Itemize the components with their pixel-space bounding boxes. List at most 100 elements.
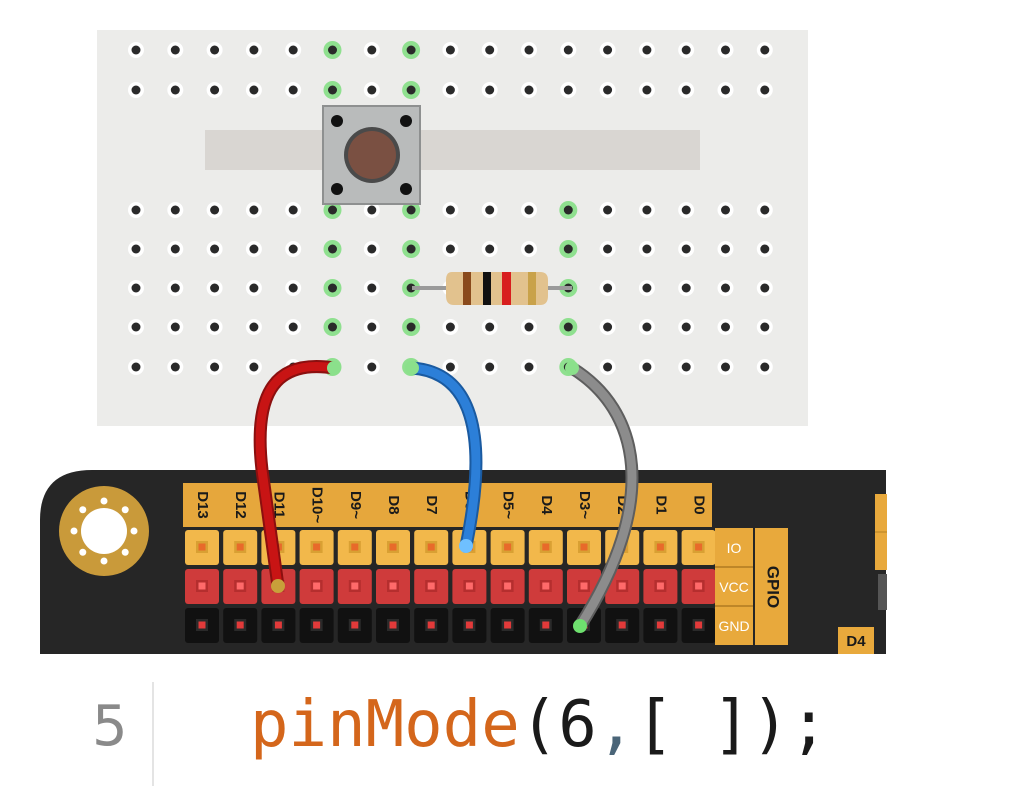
breadboard-hole bbox=[402, 318, 421, 336]
breadboard-hole bbox=[206, 82, 223, 98]
breadboard-hole bbox=[481, 42, 498, 58]
right-connector-label: D4 bbox=[846, 633, 866, 650]
breadboard-hole bbox=[402, 81, 421, 99]
pin-label-d8: D8 bbox=[385, 495, 402, 514]
breadboard-hole bbox=[363, 280, 380, 296]
breadboard-hole bbox=[285, 319, 302, 335]
wire-end bbox=[327, 361, 341, 375]
breadboard-hole bbox=[402, 201, 421, 219]
io-pin bbox=[528, 530, 563, 565]
breadboard-hole bbox=[323, 201, 342, 219]
vcc-pin bbox=[643, 569, 678, 604]
gpio-label: GPIO bbox=[764, 566, 783, 609]
breadboard-hole bbox=[323, 240, 342, 258]
breadboard-hole bbox=[599, 280, 616, 296]
breadboard-hole bbox=[717, 202, 734, 218]
breadboard-hole bbox=[128, 319, 144, 335]
gnd-pin bbox=[490, 608, 525, 643]
breadboard-hole bbox=[638, 359, 655, 375]
breadboard-hole bbox=[167, 319, 184, 335]
gnd-pin bbox=[605, 608, 640, 643]
breadboard-hole bbox=[756, 42, 773, 58]
breadboard-hole bbox=[678, 202, 695, 218]
breadboard-hole bbox=[678, 241, 695, 257]
breadboard-hole bbox=[442, 241, 459, 257]
mounting-hole bbox=[59, 486, 149, 576]
gnd-pin bbox=[261, 608, 296, 643]
breadboard-hole bbox=[559, 318, 578, 336]
code-gutter-divider bbox=[152, 682, 154, 786]
breadboard-hole bbox=[521, 359, 537, 375]
gnd-pin bbox=[414, 608, 449, 643]
vcc-pin bbox=[414, 569, 449, 604]
breadboard-hole bbox=[245, 359, 262, 375]
io-pin bbox=[414, 530, 449, 565]
gnd-pin bbox=[299, 608, 334, 643]
breadboard-hole bbox=[167, 202, 184, 218]
breadboard-hole bbox=[285, 42, 302, 58]
breadboard-hole bbox=[559, 240, 578, 258]
breadboard-hole bbox=[442, 319, 459, 335]
breadboard-hole bbox=[363, 202, 380, 218]
row-label-io: IO bbox=[727, 540, 742, 556]
breadboard-hole bbox=[206, 42, 223, 58]
breadboard-hole bbox=[481, 359, 498, 375]
breadboard-hole bbox=[717, 82, 734, 98]
row-label-box: IO VCC GND bbox=[715, 528, 753, 645]
breadboard-hole bbox=[638, 202, 655, 218]
vcc-pin bbox=[299, 569, 334, 604]
breadboard-hole bbox=[599, 82, 616, 98]
breadboard-center-channel bbox=[205, 130, 700, 170]
gnd-pin bbox=[185, 608, 219, 643]
code-argument: 6 bbox=[558, 688, 597, 762]
wire-end bbox=[459, 539, 473, 553]
breadboard-hole bbox=[756, 280, 773, 296]
breadboard-hole bbox=[717, 241, 734, 257]
breadboard-hole bbox=[599, 202, 616, 218]
wire-end bbox=[405, 361, 419, 375]
io-pin bbox=[490, 530, 525, 565]
breadboard-hole bbox=[128, 202, 144, 218]
pushbutton-cap bbox=[348, 131, 396, 179]
breadboard-hole bbox=[245, 42, 262, 58]
breadboard-hole bbox=[128, 42, 144, 58]
code-comma: , bbox=[596, 688, 636, 762]
breadboard-hole bbox=[481, 241, 498, 257]
breadboard-hole bbox=[128, 280, 144, 296]
breadboard-hole bbox=[128, 359, 144, 375]
wire-end bbox=[573, 619, 587, 633]
wires bbox=[253, 360, 639, 633]
breadboard-hole bbox=[521, 202, 537, 218]
breadboard-hole bbox=[245, 241, 262, 257]
wire-end bbox=[271, 579, 285, 593]
io-pin bbox=[337, 530, 372, 565]
breadboard-hole bbox=[206, 280, 223, 296]
breadboard-hole bbox=[638, 42, 655, 58]
breadboard-hole bbox=[206, 359, 223, 375]
code-function: pinMode bbox=[250, 688, 520, 762]
pin-label-d3: D3~ bbox=[576, 491, 593, 519]
right-connector-label-box bbox=[838, 627, 874, 654]
code-line: 5 pinMode(6,[ ]); bbox=[0, 668, 1031, 790]
breadboard-hole bbox=[599, 241, 616, 257]
vcc-pin bbox=[185, 569, 219, 604]
gnd-pin bbox=[223, 608, 258, 643]
breadboard-hole bbox=[363, 82, 380, 98]
io-pin bbox=[299, 530, 334, 565]
wire-end bbox=[565, 361, 579, 375]
gnd-pin bbox=[528, 608, 563, 643]
vcc-pin bbox=[337, 569, 372, 604]
io-pin bbox=[223, 530, 258, 565]
breadboard-hole bbox=[323, 279, 342, 297]
vcc-pin bbox=[376, 569, 410, 604]
gnd-pin bbox=[681, 608, 716, 643]
breadboard-hole bbox=[167, 82, 184, 98]
breadboard-hole bbox=[323, 81, 342, 99]
breadboard-hole bbox=[245, 319, 262, 335]
breadboard-hole bbox=[285, 280, 302, 296]
pin-label-d13: D13 bbox=[194, 491, 211, 519]
vcc-pin bbox=[452, 569, 487, 604]
pin-label-d7: D7 bbox=[423, 495, 440, 514]
breadboard-hole bbox=[521, 241, 537, 257]
